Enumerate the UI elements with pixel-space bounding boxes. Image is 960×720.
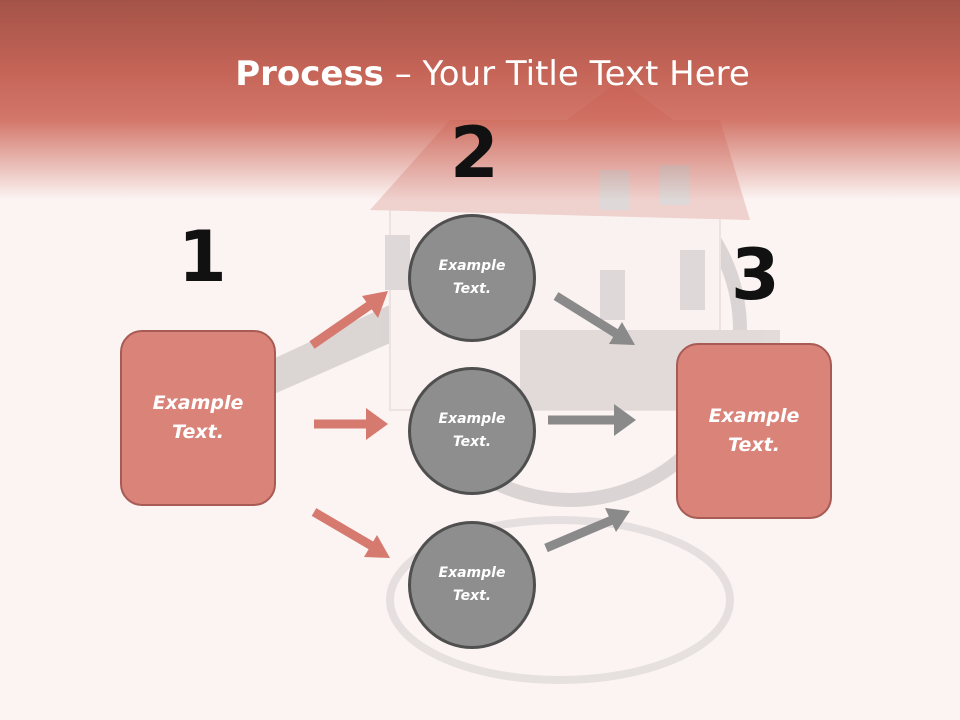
- arrow-icon: [314, 408, 388, 440]
- step-2-circle-top: Example Text.: [408, 214, 536, 342]
- step-2-circle-middle: Example Text.: [408, 367, 536, 495]
- step-3-number: 3: [731, 234, 780, 316]
- step-2-number: 2: [450, 112, 499, 194]
- page-title: Process – Your Title Text Here: [0, 52, 960, 96]
- title-bold: Process: [235, 54, 384, 94]
- arrow-icon: [544, 508, 630, 553]
- arrow-icon: [311, 508, 390, 558]
- step-2-circle-bottom: Example Text.: [408, 521, 536, 649]
- step-3-box: Example Text.: [676, 343, 832, 519]
- title-banner: [0, 0, 960, 200]
- arrow-icon: [548, 404, 636, 436]
- step-1-box: Example Text.: [120, 330, 276, 506]
- arrow-icon: [553, 292, 635, 345]
- step-1-number: 1: [178, 216, 227, 298]
- title-rest: – Your Title Text Here: [383, 54, 750, 94]
- arrow-icon: [309, 291, 388, 349]
